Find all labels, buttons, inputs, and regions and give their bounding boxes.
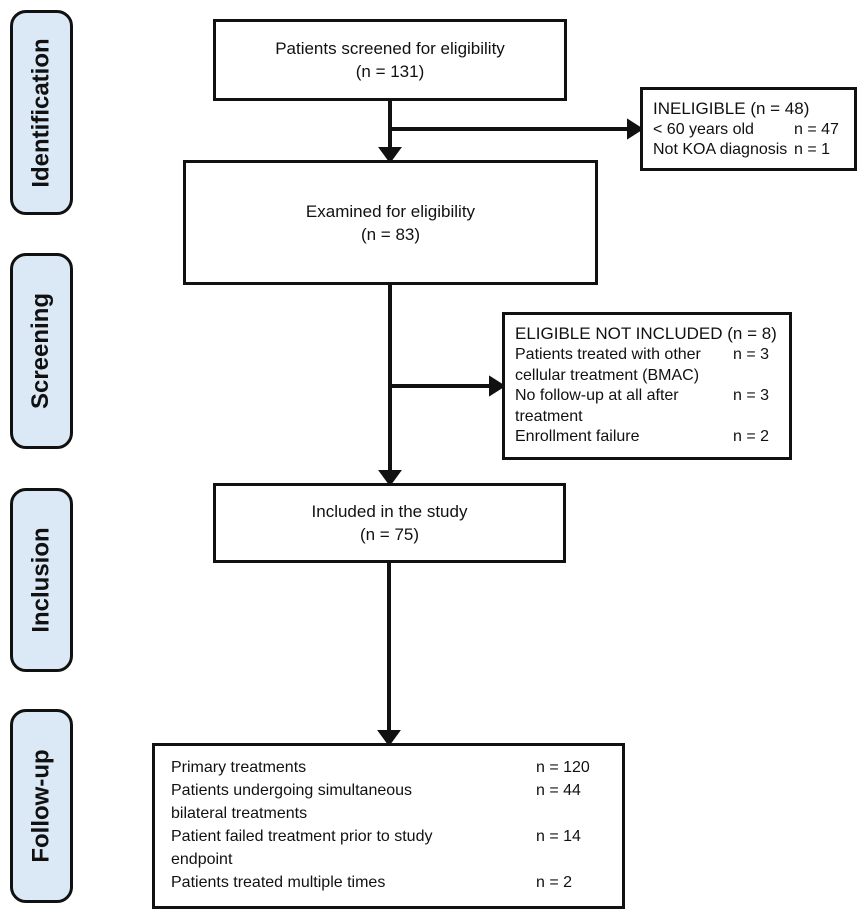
follow-up-item-value: n = 44 [536, 782, 581, 799]
follow-up-item: Patient failed treatment prior to study … [171, 825, 606, 871]
stage-screening: Screening [10, 253, 73, 449]
ineligible-item-value: n = 47 [794, 121, 839, 138]
follow-up-item-label: Patients undergoing simultaneous bilater… [171, 782, 413, 822]
box-included-title: Included in the study [311, 502, 468, 521]
box-examined-title: Examined for eligibility [305, 201, 476, 221]
eligible-not-included-item-label: Patients treated with other cellular tre… [515, 346, 701, 384]
follow-up-item-label: Patient failed treatment prior to study … [171, 828, 433, 868]
eligible-not-included-item-label: Enrollment failure [515, 428, 640, 445]
box-ineligible: INELIGIBLE (n = 48) < 60 years old n = 4… [640, 87, 857, 171]
arrowhead-ineligible [627, 118, 644, 140]
follow-up-item: Patients undergoing simultaneous bilater… [171, 779, 606, 825]
eligible-not-included-item: Enrollment failure n = 2 [515, 427, 781, 448]
stage-screening-label: Screening [27, 292, 55, 410]
stage-identification-label: Identification [27, 37, 55, 188]
box-eligible-not-included: ELIGIBLE NOT INCLUDED (n = 8) Patients t… [502, 312, 792, 460]
stage-follow-up: Follow-up [10, 709, 73, 903]
ineligible-item-label: Not KOA diagnosis [653, 141, 788, 158]
follow-up-item-value: n = 120 [536, 759, 590, 776]
eligible-not-included-item: Patients treated with other cellular tre… [515, 345, 781, 386]
arrowhead-examined [378, 147, 402, 164]
ineligible-item-value: n = 1 [794, 141, 831, 158]
arrowhead-eligible-not-included [489, 375, 506, 397]
stage-follow-up-label: Follow-up [27, 749, 55, 863]
box-eligible-not-included-title: ELIGIBLE NOT INCLUDED (n = 8) [515, 324, 777, 343]
eligible-not-included-item-value: n = 2 [733, 428, 770, 445]
box-examined: Examined for eligibility (n = 83) [183, 160, 598, 285]
follow-up-item: Primary treatments n = 120 [171, 756, 606, 779]
box-follow-up: Primary treatments n = 120 Patients unde… [152, 743, 625, 909]
ineligible-item-label: < 60 years old [653, 121, 754, 138]
box-included: Included in the study (n = 75) [213, 483, 566, 563]
eligible-not-included-item: No follow-up at all after treatment n = … [515, 386, 781, 427]
stage-identification: Identification [10, 10, 73, 215]
ineligible-item: < 60 years old n = 47 [653, 120, 846, 140]
box-included-count: (n = 75) [359, 525, 420, 544]
ineligible-item: Not KOA diagnosis n = 1 [653, 140, 846, 160]
follow-up-item-label: Primary treatments [171, 759, 307, 776]
arrowhead-included [378, 470, 402, 487]
eligible-not-included-item-value: n = 3 [733, 346, 770, 363]
box-patients-screened-count: (n = 131) [355, 62, 425, 81]
stage-inclusion: Inclusion [10, 488, 73, 672]
follow-up-item-value: n = 14 [536, 828, 581, 845]
box-patients-screened-title: Patients screened for eligibility [275, 39, 505, 58]
eligible-not-included-item-label: No follow-up at all after treatment [515, 387, 679, 425]
follow-up-item: Patients treated multiple times n = 2 [171, 871, 606, 894]
follow-up-item-label: Patients treated multiple times [171, 874, 386, 891]
follow-up-item-value: n = 2 [536, 874, 573, 891]
eligible-not-included-item-value: n = 3 [733, 387, 770, 404]
stage-inclusion-label: Inclusion [27, 527, 55, 633]
box-examined-count: (n = 83) [360, 224, 421, 244]
arrowhead-followup [377, 730, 401, 747]
box-patients-screened: Patients screened for eligibility (n = 1… [213, 19, 567, 101]
box-ineligible-title: INELIGIBLE (n = 48) [653, 99, 810, 118]
